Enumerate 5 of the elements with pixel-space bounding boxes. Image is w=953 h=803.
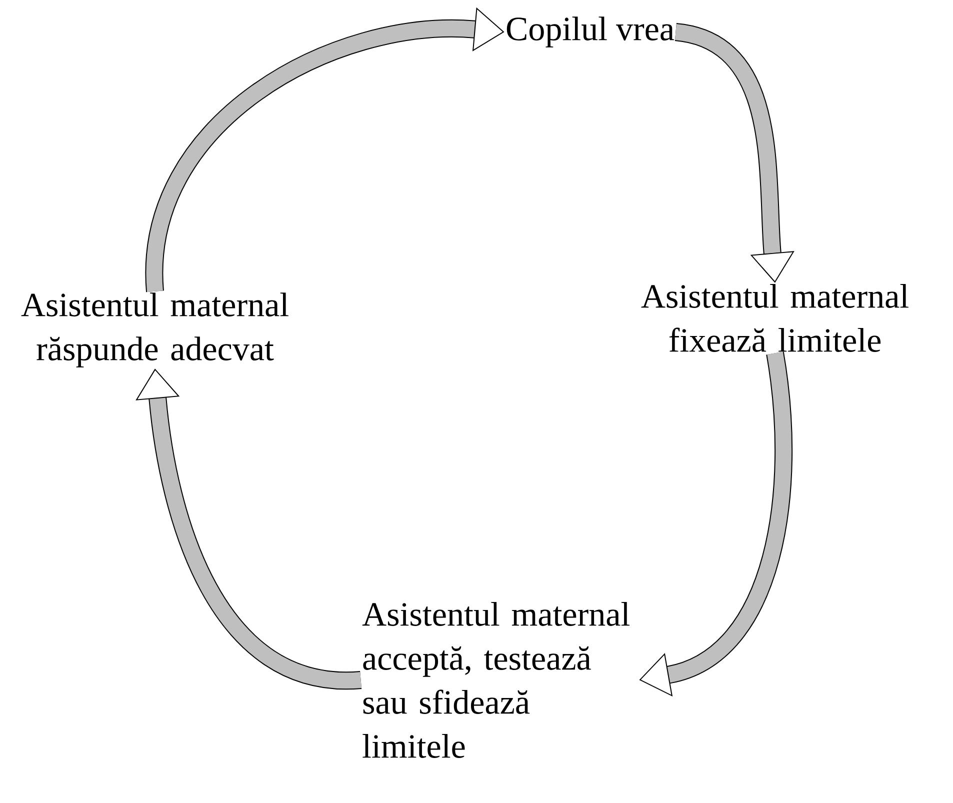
node-text: Asistentul maternal acceptă, testează sau sfidează limitele <box>362 602 630 758</box>
ribbon-arrow <box>136 368 361 689</box>
node-text: Asistentul maternal răspunde adecvat <box>21 292 288 368</box>
node-text: Asistentul maternal fixează limitele <box>641 284 908 352</box>
node-text: Copilul vrea <box>506 16 674 48</box>
